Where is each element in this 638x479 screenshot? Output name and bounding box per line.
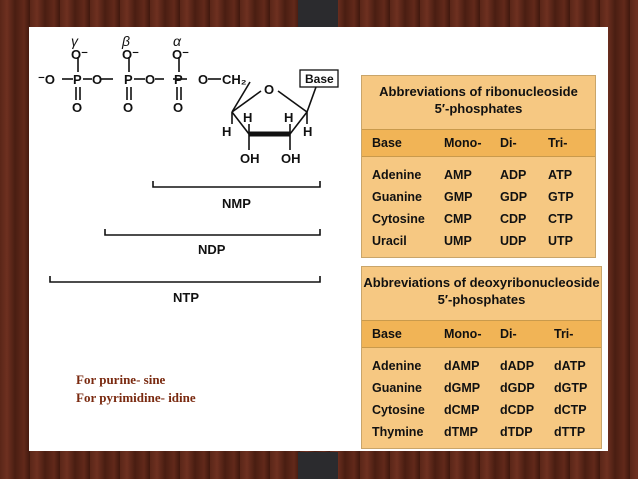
base-box <box>299 69 339 88</box>
note-pyrimidine: For pyrimidine- idine <box>76 390 196 405</box>
deoxy-table-title-line1: Abbreviations of deoxyribonucleoside <box>363 275 600 290</box>
o-minus-gamma: O⁻ <box>71 47 88 62</box>
ribo-table-header-row: Base Mono- Di- Tri- <box>362 129 595 157</box>
table-cell: dCDP <box>500 403 535 417</box>
ch2-label: CH₂ <box>222 72 247 87</box>
h-c2: H <box>284 110 293 125</box>
h-c3: H <box>243 110 252 125</box>
h-c4: H <box>222 124 231 139</box>
gamma-label: γ <box>71 33 79 49</box>
slide-clip-bottom <box>298 452 338 479</box>
o-minus-beta: O⁻ <box>122 47 139 62</box>
phosphorus-gamma: P <box>73 72 82 87</box>
beta-label: β <box>121 33 130 49</box>
nucleotide-structure-diagram: γ β α O⁻ O⁻ O⁻ ⁻O P O P O P O CH₂ O O O … <box>38 33 339 305</box>
table-cell: dAMP <box>444 359 480 373</box>
double-bond-oxygen-alpha: O <box>173 100 183 115</box>
table-cell: Uracil <box>372 234 407 248</box>
table-cell: Cytosine <box>372 403 425 417</box>
deoxy-header-base: Base <box>372 327 402 341</box>
ntp-label: NTP <box>173 290 199 305</box>
table-cell: GTP <box>548 190 574 204</box>
ribonucleoside-table: Abbreviations of ribonucleoside 5′-phosp… <box>361 75 596 258</box>
table-cell: dGMP <box>444 381 481 395</box>
deoxy-table-header-row: Base Mono- Di- Tri- <box>362 320 601 348</box>
table-cell: Guanine <box>372 190 423 204</box>
h-c1: H <box>303 124 312 139</box>
table-cell: GDP <box>500 190 528 204</box>
phosphorus-beta: P <box>124 72 133 87</box>
bridge-oxygen-1: O <box>92 72 102 87</box>
table-cell: Adenine <box>372 359 422 373</box>
double-bond-oxygen-gamma: O <box>72 100 82 115</box>
nmp-label: NMP <box>222 196 251 211</box>
deoxy-table-title-line2: 5′-phosphates <box>437 292 526 307</box>
table-cell: ADP <box>500 168 527 182</box>
deoxy-header-tri: Tri- <box>554 327 574 341</box>
terminal-o-minus: ⁻O <box>38 72 55 87</box>
table-cell: Adenine <box>372 168 422 182</box>
alpha-label: α <box>173 33 182 49</box>
table-cell: UMP <box>444 234 472 248</box>
table-cell: Thymine <box>372 425 424 439</box>
ndp-label: NDP <box>198 242 226 257</box>
table-cell: CDP <box>500 212 527 226</box>
deoxyribonucleoside-table: Abbreviations of deoxyribonucleoside 5′-… <box>361 266 602 449</box>
oh-2prime: OH <box>281 151 301 166</box>
table-cell: Cytosine <box>372 212 425 226</box>
table-cell: dTTP <box>554 425 586 439</box>
ring-oxygen: O <box>264 82 274 97</box>
bridge-oxygen-2: O <box>145 72 155 87</box>
table-cell: dTMP <box>444 425 479 439</box>
deoxy-header-mono: Mono- <box>444 327 482 341</box>
table-cell: dATP <box>554 359 586 373</box>
table-cell: dGDP <box>500 381 535 395</box>
base-label: Base <box>305 72 334 86</box>
table-cell: CTP <box>548 212 573 226</box>
table-cell: CMP <box>444 212 472 226</box>
table-cell: dTDP <box>500 425 533 439</box>
ribo-header-base: Base <box>372 136 402 150</box>
ribo-table-title-line2: 5′-phosphates <box>434 101 523 116</box>
table-cell: GMP <box>444 190 473 204</box>
ribo-header-mono: Mono- <box>444 136 482 150</box>
table-cell: Guanine <box>372 381 423 395</box>
double-bond-oxygen-beta: O <box>123 100 133 115</box>
table-cell: dCMP <box>444 403 480 417</box>
note-purine: For purine- sine <box>76 372 166 387</box>
table-cell: UDP <box>500 234 527 248</box>
bridge-oxygen-3: O <box>198 72 208 87</box>
table-cell: ATP <box>548 168 573 182</box>
slide-clip-top <box>298 0 338 27</box>
table-cell: dADP <box>500 359 535 373</box>
o-minus-alpha: O⁻ <box>172 47 189 62</box>
table-cell: dGTP <box>554 381 588 395</box>
phosphorus-alpha: P <box>174 72 183 87</box>
ribo-table-title-line1: Abbreviations of ribonucleoside <box>379 84 578 99</box>
deoxy-header-di: Di- <box>500 327 517 341</box>
table-cell: AMP <box>444 168 472 182</box>
table-cell: dCTP <box>554 403 587 417</box>
ribo-header-tri: Tri- <box>548 136 568 150</box>
ribo-header-di: Di- <box>500 136 517 150</box>
table-cell: UTP <box>548 234 573 248</box>
oh-3prime: OH <box>240 151 260 166</box>
